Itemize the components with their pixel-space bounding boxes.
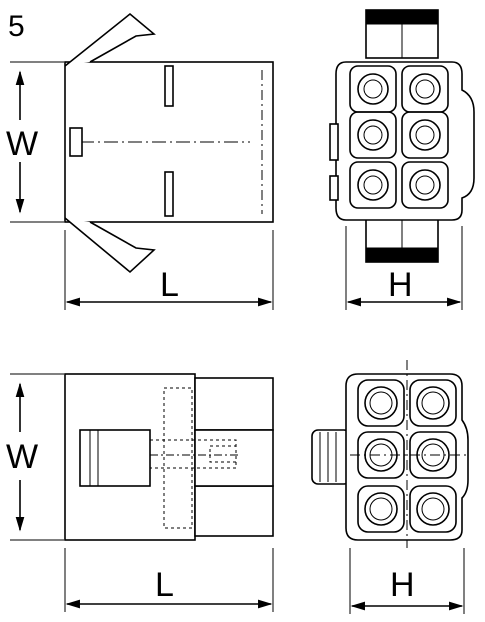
cavity [349, 161, 397, 209]
cavity-pin-inner [421, 497, 445, 521]
cavity-pin [416, 386, 450, 420]
figure-number: 5 [8, 10, 25, 43]
cavity-terminal [357, 169, 389, 201]
hidden-terminals [163, 387, 193, 529]
cavity-terminal [357, 73, 389, 105]
middle-extension [194, 429, 274, 487]
top-latch [64, 12, 156, 67]
cavity-terminal-inner [363, 79, 383, 99]
side-tab [69, 127, 83, 157]
bottom-side-housing [64, 373, 196, 541]
top-length-label: L [160, 266, 179, 304]
cavity-terminal [357, 119, 389, 151]
cavity-terminal-inner [415, 175, 435, 195]
hidden-pin [149, 439, 237, 469]
bottom-shroud-band [365, 247, 439, 263]
bottom-cavity-grid [357, 379, 457, 533]
top-height-label: H [388, 266, 413, 304]
cavity-terminal-inner [415, 79, 435, 99]
hidden-pin-tip [209, 445, 237, 463]
upper-extension [194, 377, 274, 431]
cavity-pin-inner [421, 391, 445, 415]
top-side-view: W L [6, 12, 274, 310]
cavity-terminal-inner [363, 175, 383, 195]
cavity [409, 379, 457, 427]
cavity-pin-inner [369, 391, 393, 415]
end-housing [335, 61, 475, 221]
bottom-side-view: W L [6, 373, 274, 612]
cavity-pin [364, 492, 398, 526]
upper-slot [164, 65, 174, 107]
bottom-width-label: W [6, 438, 38, 476]
cavity [409, 485, 457, 533]
lower-slot [164, 171, 174, 217]
cavity-terminal-inner [363, 125, 383, 145]
top-shroud-band [365, 9, 439, 25]
cavity [357, 379, 405, 427]
top-side-housing [64, 61, 274, 223]
cavity-pin [416, 492, 450, 526]
top-end-view: H [329, 9, 475, 310]
lower-extension [194, 485, 274, 537]
bottom-end-view: H [311, 360, 470, 614]
top-cavity-grid [349, 65, 449, 209]
bottom-latch [64, 217, 156, 274]
cavity [349, 111, 397, 159]
cavity-pin [364, 386, 398, 420]
cavity [401, 161, 449, 209]
cavity [401, 111, 449, 159]
end-left-tab-2 [329, 175, 339, 201]
end-side-latch [311, 429, 351, 485]
cavity-terminal [409, 169, 441, 201]
cavity-pin-inner [369, 497, 393, 521]
bottom-length-label: L [155, 566, 174, 604]
cavity-terminal-inner [415, 125, 435, 145]
cavity-terminal [409, 119, 441, 151]
cavity [357, 485, 405, 533]
end-left-tab [329, 123, 339, 161]
cavity-terminal [409, 73, 441, 105]
top-width-label: W [6, 125, 38, 163]
bottom-height-label: H [390, 566, 415, 604]
